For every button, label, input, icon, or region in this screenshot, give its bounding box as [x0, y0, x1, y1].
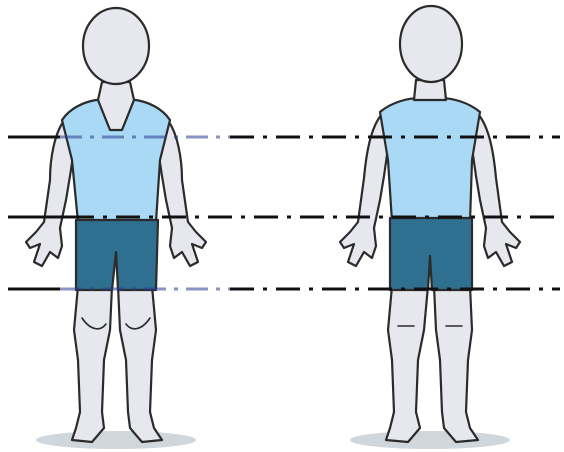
back-floor-shadow — [350, 431, 510, 449]
back-right-leg — [434, 286, 478, 442]
back-shirt — [380, 98, 480, 222]
back-head — [400, 6, 462, 82]
back-view-figure — [340, 6, 520, 449]
front-right-leg — [118, 286, 162, 442]
front-view-figure — [26, 8, 206, 449]
back-shorts — [390, 218, 472, 290]
front-head — [83, 8, 149, 84]
front-floor-shadow — [36, 431, 196, 449]
back-left-leg — [386, 286, 428, 442]
front-shorts — [76, 220, 158, 290]
front-left-leg — [72, 286, 112, 442]
